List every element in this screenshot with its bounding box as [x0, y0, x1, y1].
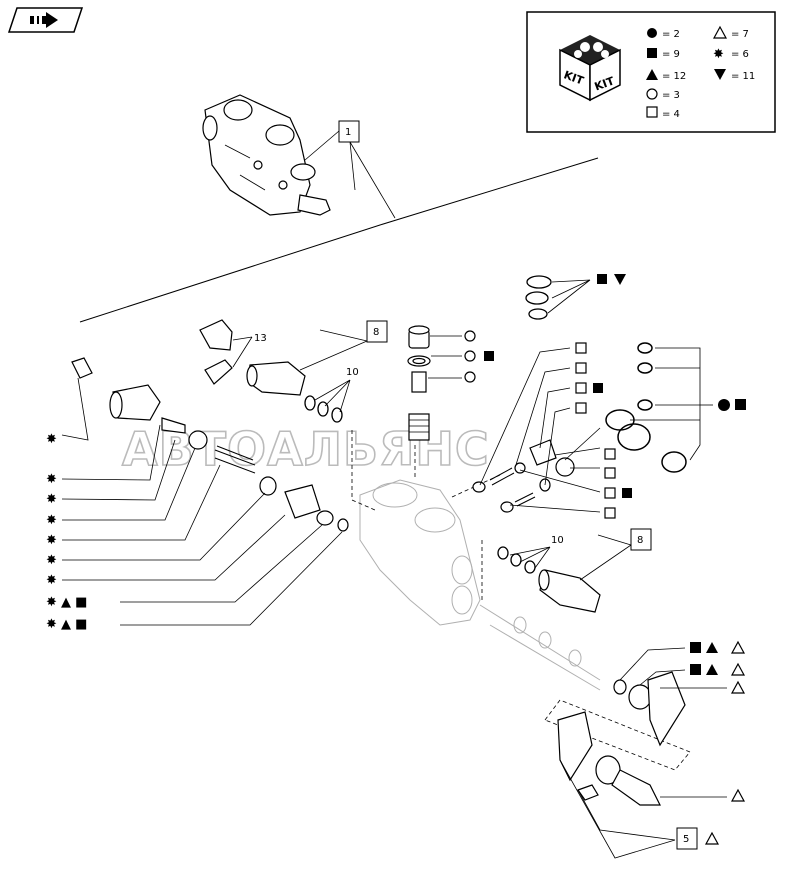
lower-right-parts [557, 671, 686, 806]
lower-leaders [559, 647, 727, 859]
svg-text:13: 13 [254, 333, 267, 344]
legend-entry-open-square: = 4 [646, 106, 680, 120]
legend-entry-open-circle: = 3 [646, 88, 680, 101]
callout-item-5: 5 [676, 827, 720, 850]
filled-circle-icon [647, 28, 657, 38]
open-square-icon [646, 106, 658, 118]
svg-text:✸: ✸ [46, 533, 57, 548]
plunger-right [538, 569, 601, 613]
header-icon-box[interactable] [7, 7, 84, 33]
symbol-top-oring [597, 274, 626, 285]
filled-square-icon [647, 48, 657, 58]
svg-text:✸: ✸ [46, 432, 57, 447]
bracket-parts [71, 319, 233, 385]
svg-text:✸: ✸ [46, 573, 57, 588]
plunger-left [246, 361, 306, 396]
svg-text:= 11: = 11 [731, 71, 755, 82]
callout-item-10-top: 10 [346, 367, 359, 378]
svg-text:✸: ✸ [46, 472, 57, 487]
legend-entry-filled-square: = 9 [647, 48, 680, 60]
svg-text:✸ ▲ ■: ✸ ▲ ■ [46, 617, 87, 632]
svg-text:= 6: = 6 [731, 49, 749, 60]
center-parts [407, 325, 431, 441]
callout-item-13: 13 [254, 333, 267, 344]
legend-entry-filled-down-triangle: = 11 [714, 69, 755, 82]
legend-entry-open-triangle: = 7 [712, 25, 749, 40]
valve-assembly-overview [202, 94, 331, 216]
svg-text:✸: ✸ [46, 492, 57, 507]
kit-box-icon: KIT KIT [559, 35, 621, 102]
left-leaders [61, 377, 343, 626]
open-circle-icon [646, 88, 658, 100]
o-rings-left [304, 395, 343, 423]
lower-right-symbols [690, 640, 746, 802]
legend-entry-filled-triangle: = 12 [646, 69, 686, 82]
svg-text:= 12: = 12 [662, 71, 686, 82]
callout-item-10-right: 10 [551, 535, 564, 546]
svg-text:✸: ✸ [46, 553, 57, 568]
left-components [109, 384, 349, 532]
svg-text:8: 8 [637, 535, 643, 546]
svg-text:8: 8 [373, 327, 379, 338]
forward-hand-icon [30, 12, 58, 28]
kit-legend: KIT KIT = 2 = 7 = 9 ✸ = 6 = 12 = 11 [526, 11, 776, 133]
legend-entry-star: ✸ = 6 [713, 47, 749, 62]
svg-text:= 3: = 3 [662, 90, 680, 101]
star-icon: ✸ [713, 47, 724, 62]
left-star-symbols: ✸ ✸ ✸ ✸ ✸ ✸ ✸ ✸ ▲ ■ ✸ ▲ ■ [46, 432, 87, 632]
open-triangle-icon [712, 25, 728, 39]
svg-text:= 4: = 4 [662, 109, 680, 120]
callout-item-8-right: 8 [630, 528, 652, 551]
svg-text:= 9: = 9 [662, 49, 680, 60]
svg-text:5: 5 [683, 834, 689, 845]
callout-item-1[interactable]: 1 [338, 120, 360, 143]
svg-text:1: 1 [345, 127, 351, 138]
legend-entry-filled-circle: = 2 [647, 28, 680, 40]
filled-triangle-icon [646, 69, 658, 80]
callout-item-8-top: 8 [366, 320, 388, 343]
ring-group-symbols [718, 399, 746, 411]
circle-symbols [464, 330, 494, 383]
svg-text:✸: ✸ [46, 513, 57, 528]
large-rings [605, 342, 687, 473]
filled-down-triangle-icon [714, 69, 726, 80]
right-leaders [479, 347, 713, 513]
square-symbol-column [575, 342, 632, 519]
svg-text:= 7: = 7 [731, 29, 749, 40]
svg-text:✸ ▲ ■: ✸ ▲ ■ [46, 595, 87, 610]
svg-text:= 2: = 2 [662, 29, 680, 40]
o-ring-stack [525, 275, 552, 320]
valve-body [359, 479, 601, 691]
section-divider [79, 157, 599, 323]
right-center-parts [472, 439, 575, 513]
svg-text:10: 10 [551, 535, 564, 546]
svg-text:10: 10 [346, 367, 359, 378]
